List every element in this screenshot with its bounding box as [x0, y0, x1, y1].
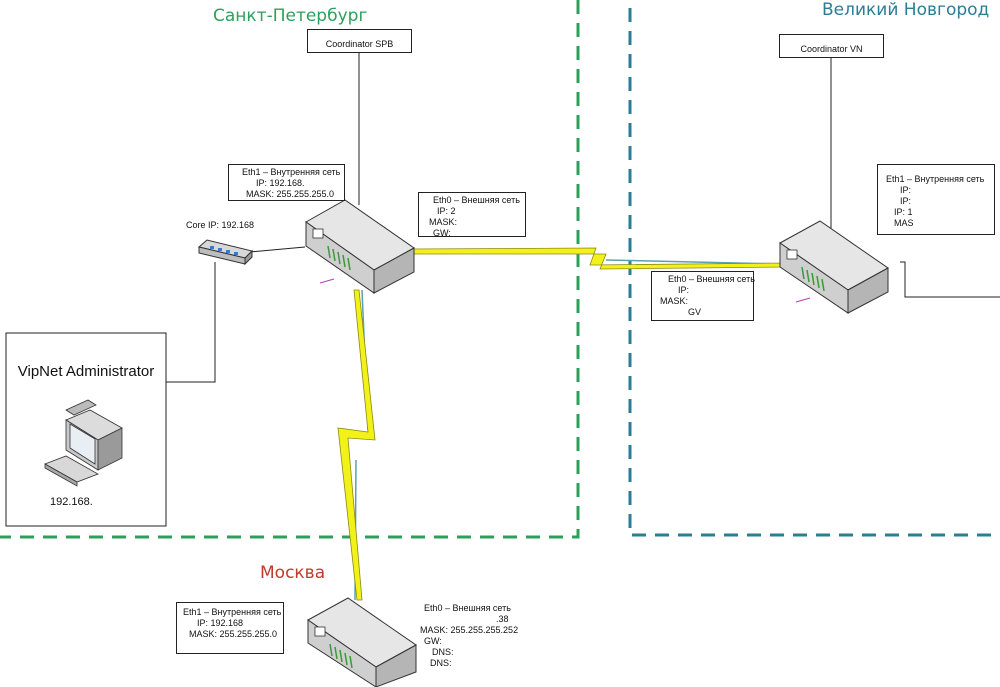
- vn-right-link: [900, 261, 1000, 298]
- spb-coordinator-device: [305, 199, 415, 294]
- spb-coordinator-label: Coordinator SPB: [307, 29, 412, 53]
- msk-region-title: Москва: [260, 563, 326, 583]
- admin-title: VipNet Administrator: [17, 363, 155, 380]
- admin-ip-label: 192.168.: [50, 496, 93, 508]
- vn-eth0-info: Eth0 – Внешняя сеть IP: MASK: GV: [651, 271, 755, 321]
- core-switch-icon: [197, 239, 253, 266]
- computer-icon: [44, 399, 123, 487]
- vn-coordinator-label: Coordinator VN: [779, 34, 884, 58]
- lightning-vertical: [337, 289, 376, 601]
- core-switch-link: [249, 246, 306, 253]
- msk-coordinator-device: [307, 597, 417, 687]
- spb-eth1-info: Eth1 – Внутренняя сеть IP: 192.168. MASK…: [228, 164, 345, 201]
- spb-region-title: Санкт-Петербург: [213, 6, 368, 26]
- lightning-horizontal: [409, 247, 787, 270]
- msk-eth1-info: Eth1 – Внутренняя сеть IP: 192.168 MASK:…: [176, 602, 284, 654]
- spb-eth0-info: Eth0 – Внешняя сеть IP: 2 MASK: GW:: [418, 192, 526, 238]
- admin-link: [166, 262, 216, 383]
- core-ip-label: Core IP: 192.168: [186, 220, 255, 230]
- spb-region-border: [0, 0, 580, 539]
- vn-eth1-info: Eth1 – Внутренняя сеть IP: IP: IP: 1 MAS: [877, 164, 995, 235]
- vn-coordinator-device: [779, 220, 889, 314]
- vn-region-title: Великий Новгород: [822, 0, 990, 20]
- msk-eth0-info: Eth0 – Внешняя сеть .38 MASK: 255.255.25…: [420, 603, 519, 668]
